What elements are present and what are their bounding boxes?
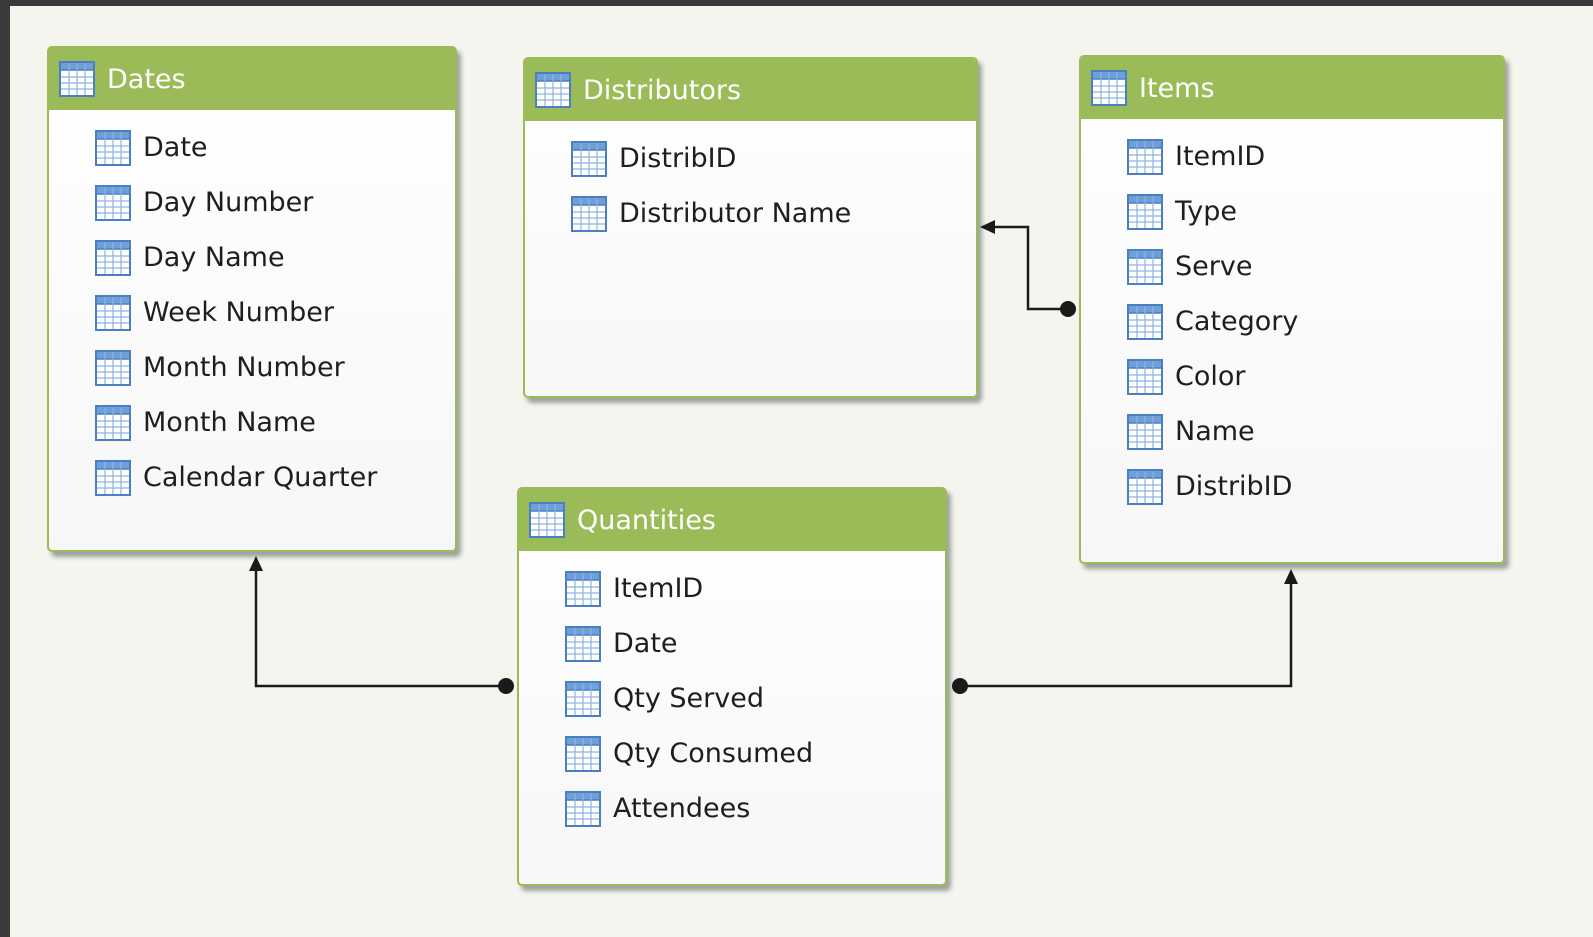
- field-label: Date: [143, 132, 208, 163]
- table-grid-icon: [565, 791, 601, 827]
- field-item[interactable]: Serve: [1081, 239, 1503, 294]
- table-grid-icon: [95, 460, 131, 496]
- table-grid-icon: [95, 240, 131, 276]
- field-item[interactable]: Name: [1081, 404, 1503, 459]
- table-grid-icon: [535, 72, 571, 108]
- field-list: DistribID Distributor Name: [525, 121, 976, 241]
- table-grid-icon: [565, 736, 601, 772]
- field-item[interactable]: DistribID: [1081, 459, 1503, 514]
- field-item[interactable]: Qty Served: [519, 671, 945, 726]
- table-grid-icon: [1127, 139, 1163, 175]
- field-label: DistribID: [1175, 471, 1293, 502]
- connector-line: [960, 582, 1293, 688]
- field-item[interactable]: ItemID: [519, 561, 945, 616]
- connector-line: [993, 225, 1068, 311]
- field-item[interactable]: Month Name: [49, 395, 455, 450]
- field-label: Week Number: [143, 297, 335, 328]
- field-item[interactable]: Color: [1081, 349, 1503, 404]
- field-item[interactable]: Day Number: [49, 175, 455, 230]
- table-grid-icon: [571, 196, 607, 232]
- field-label: Attendees: [613, 793, 751, 824]
- field-label: ItemID: [613, 573, 704, 604]
- table-grid-icon: [565, 681, 601, 717]
- field-label: Qty Consumed: [613, 738, 814, 769]
- table-grid-icon: [1127, 414, 1163, 450]
- table-title: Dates: [107, 63, 186, 95]
- table-header[interactable]: Dates: [49, 48, 455, 110]
- field-item[interactable]: Qty Consumed: [519, 726, 945, 781]
- table-title: Items: [1139, 72, 1215, 104]
- field-label: Type: [1175, 196, 1238, 227]
- table-header[interactable]: Distributors: [525, 59, 976, 121]
- connector-dot-icon: [1060, 301, 1076, 317]
- field-item[interactable]: Attendees: [519, 781, 945, 836]
- field-item[interactable]: Category: [1081, 294, 1503, 349]
- diagram-canvas: Dates Date Day Number Day Name Week Numb…: [10, 6, 1593, 937]
- arrow-head-icon: [1284, 569, 1298, 584]
- table-grid-icon: [59, 61, 95, 97]
- field-label: Category: [1175, 306, 1299, 337]
- field-list: Date Day Number Day Name Week Number Mon…: [49, 110, 455, 505]
- relationship-items-distributors[interactable]: [980, 220, 1076, 317]
- table-grid-icon: [95, 185, 131, 221]
- field-label: Calendar Quarter: [143, 462, 378, 493]
- table-grid-icon: [1127, 304, 1163, 340]
- field-label: ItemID: [1175, 141, 1266, 172]
- field-item[interactable]: Month Number: [49, 340, 455, 395]
- table-grid-icon: [571, 141, 607, 177]
- field-list: ItemID Type Serve Category Color Name: [1081, 119, 1503, 514]
- field-item[interactable]: Type: [1081, 184, 1503, 239]
- field-item[interactable]: Calendar Quarter: [49, 450, 455, 505]
- field-label: Qty Served: [613, 683, 764, 714]
- field-label: Month Number: [143, 352, 345, 383]
- table-dates[interactable]: Dates Date Day Number Day Name Week Numb…: [47, 46, 457, 552]
- field-label: Date: [613, 628, 678, 659]
- table-grid-icon: [95, 405, 131, 441]
- field-label: Day Number: [143, 187, 314, 218]
- field-label: Month Name: [143, 407, 316, 438]
- table-grid-icon: [95, 350, 131, 386]
- field-label: DistribID: [619, 143, 737, 174]
- field-label: Day Name: [143, 242, 285, 273]
- table-grid-icon: [1091, 70, 1127, 106]
- field-label: Name: [1175, 416, 1255, 447]
- table-grid-icon: [1127, 359, 1163, 395]
- relationship-quantities-dates[interactable]: [249, 556, 514, 694]
- field-item[interactable]: Distributor Name: [525, 186, 976, 241]
- table-quantities[interactable]: Quantities ItemID Date Qty Served Qty Co…: [517, 487, 947, 886]
- field-label: Color: [1175, 361, 1246, 392]
- table-title: Distributors: [583, 74, 742, 106]
- relationship-quantities-items[interactable]: [952, 569, 1298, 694]
- field-item[interactable]: DistribID: [525, 131, 976, 186]
- table-grid-icon: [95, 295, 131, 331]
- field-label: Serve: [1175, 251, 1253, 282]
- arrow-head-icon: [980, 220, 995, 234]
- table-header[interactable]: Items: [1081, 57, 1503, 119]
- table-grid-icon: [1127, 249, 1163, 285]
- field-item[interactable]: ItemID: [1081, 129, 1503, 184]
- connector-line: [254, 569, 506, 688]
- field-item[interactable]: Week Number: [49, 285, 455, 340]
- table-header[interactable]: Quantities: [519, 489, 945, 551]
- field-label: Distributor Name: [619, 198, 852, 229]
- field-item[interactable]: Date: [49, 120, 455, 175]
- field-list: ItemID Date Qty Served Qty Consumed Atte…: [519, 551, 945, 836]
- table-distributors[interactable]: Distributors DistribID Distributor Name: [523, 57, 978, 398]
- table-grid-icon: [529, 502, 565, 538]
- table-grid-icon: [565, 626, 601, 662]
- table-grid-icon: [1127, 469, 1163, 505]
- table-grid-icon: [565, 571, 601, 607]
- table-grid-icon: [95, 130, 131, 166]
- connector-dot-icon: [498, 678, 514, 694]
- table-title: Quantities: [577, 504, 716, 536]
- connector-dot-icon: [952, 678, 968, 694]
- relationship-connectors: [249, 220, 1298, 694]
- table-items[interactable]: Items ItemID Type Serve Category Color: [1079, 55, 1505, 564]
- arrow-head-icon: [249, 556, 263, 571]
- field-item[interactable]: Date: [519, 616, 945, 671]
- table-grid-icon: [1127, 194, 1163, 230]
- field-item[interactable]: Day Name: [49, 230, 455, 285]
